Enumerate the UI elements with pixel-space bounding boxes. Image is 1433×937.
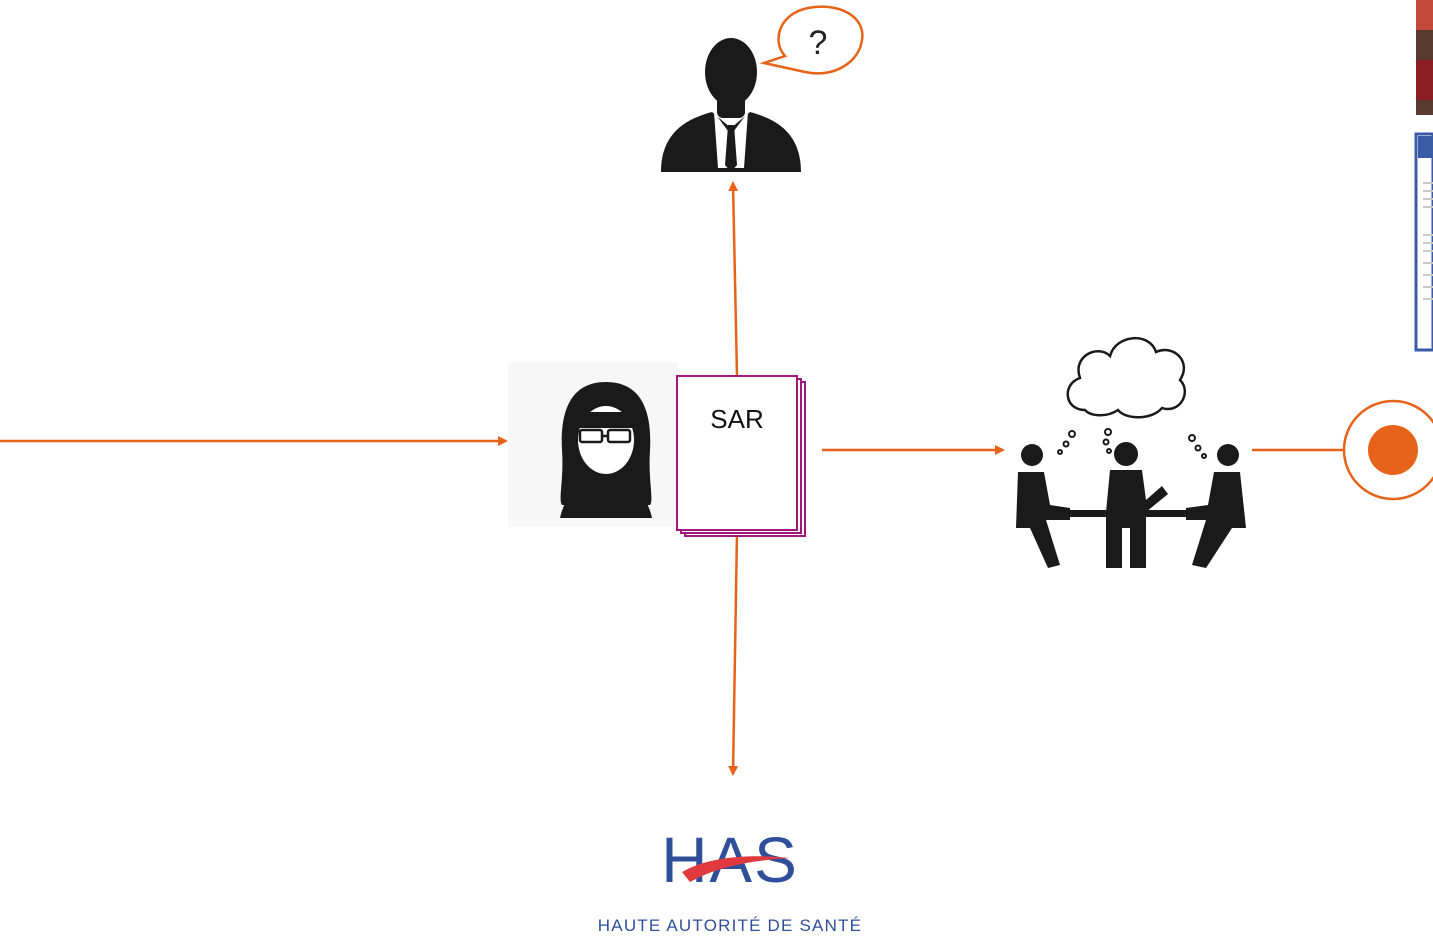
arrow-doc-to-has xyxy=(728,531,739,776)
businessman-icon xyxy=(661,38,801,172)
meeting-group-icon xyxy=(1016,442,1246,568)
has-logo: HAS HAUTE AUTORITÉ DE SANTÉ xyxy=(598,824,862,935)
document-thumbnail xyxy=(1414,132,1433,352)
sar-document: SAR xyxy=(676,375,806,537)
speech-bubble: ? xyxy=(759,5,864,75)
thought-cloud-icon xyxy=(1066,336,1187,419)
thought-bubbles xyxy=(1057,428,1207,459)
has-logo-fullname: HAUTE AUTORITÉ DE SANTÉ xyxy=(598,916,862,935)
sar-document-label: SAR xyxy=(710,404,763,434)
reviewer-woman-icon xyxy=(508,362,678,527)
target-endpoint-icon xyxy=(1342,399,1433,501)
photo-thumbnail xyxy=(1416,0,1433,115)
has-logo-swoosh xyxy=(682,856,790,882)
arrow-doc-to-person xyxy=(728,181,739,377)
speech-bubble-text: ? xyxy=(809,24,828,62)
